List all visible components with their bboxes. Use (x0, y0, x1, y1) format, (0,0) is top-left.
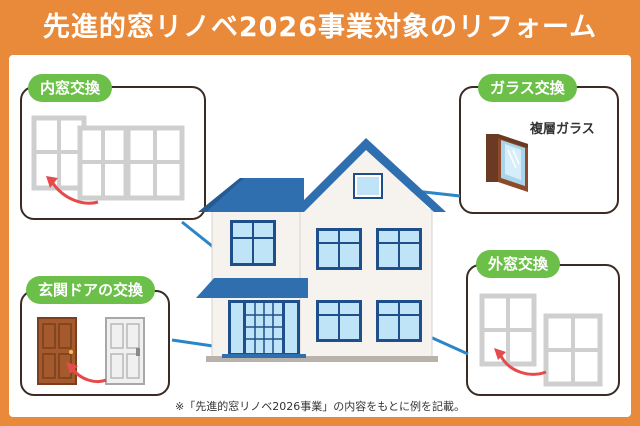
page-title: 先進的窓リノベ2026事業対象のリフォーム (42, 12, 598, 43)
entrance-door-art (37, 317, 145, 385)
new-window-icon-2 (125, 125, 185, 201)
connector-outer-window (427, 334, 469, 356)
old-window-icon (31, 115, 87, 191)
new-window-icon-1 (77, 125, 129, 201)
inner-window-art (31, 115, 185, 205)
double-glass-icon (486, 134, 528, 192)
footnote: ※「先進的窓リノベ2026事業」の内容をもとに例を記載。 (175, 400, 465, 413)
swap-arrow-door (70, 367, 107, 383)
double-glass-label: 複層ガラス (530, 122, 595, 137)
house (196, 138, 446, 362)
house-window-left-upper (230, 220, 276, 266)
pill-entrance-door: 玄関ドアの交換 (26, 276, 156, 304)
new-outer-window-icon (543, 313, 603, 387)
outer-window-art (479, 293, 603, 387)
pill-glass: ガラス交換 (478, 74, 577, 102)
swap-arrow-outer (498, 353, 547, 376)
old-door-icon (37, 317, 77, 385)
pill-outer-window: 外窓交換 (476, 250, 561, 278)
old-outer-window-icon (479, 293, 537, 367)
new-door-icon (105, 317, 145, 385)
pill-inner-window: 内窓交換 (28, 74, 113, 102)
house-entrance (222, 300, 306, 358)
house-window-right-upper-2 (376, 228, 422, 270)
swap-arrow-inner (50, 181, 99, 205)
house-window-right-lower-1 (316, 300, 362, 342)
house-window-right-upper-1 (316, 228, 362, 270)
house-window-right-lower-2 (376, 300, 422, 342)
